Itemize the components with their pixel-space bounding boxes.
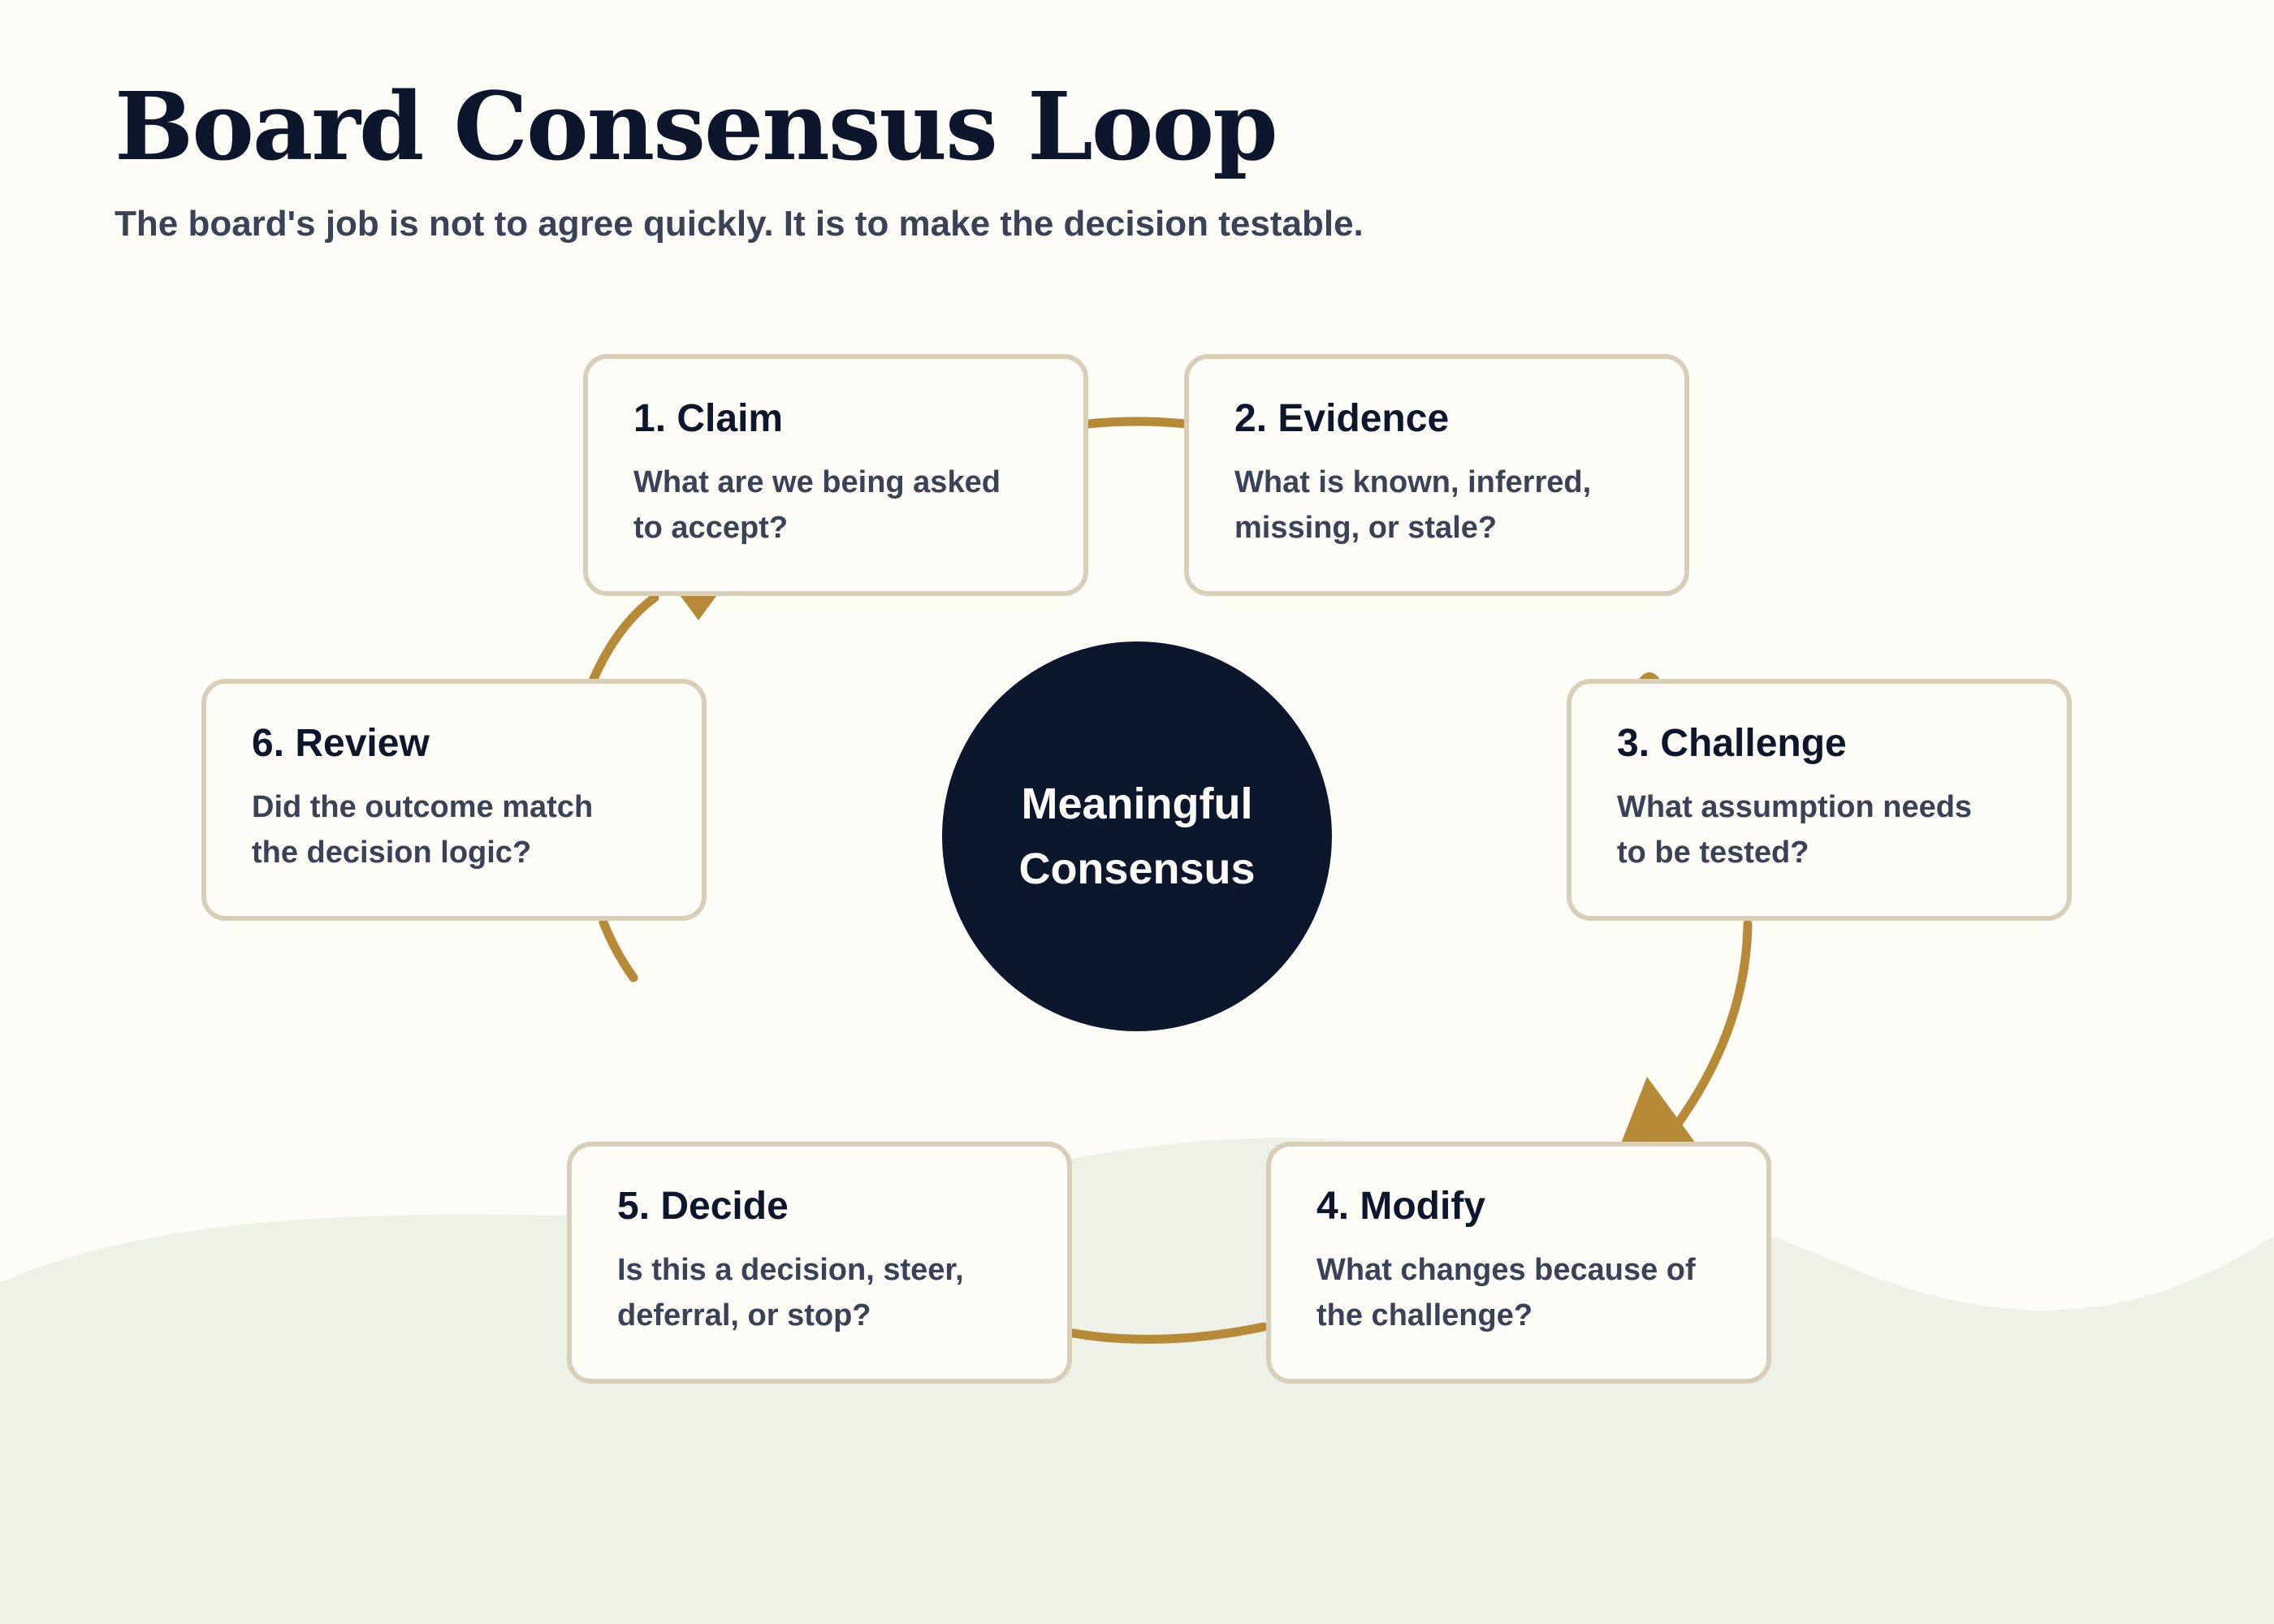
step-title: 5. Decide — [617, 1185, 789, 1228]
connector-claim-evidence — [1083, 417, 1191, 429]
step-card-claim: 1. Claim What are we being asked to acce… — [583, 354, 1088, 596]
step-question: What is known, inferred, missing, or sta… — [1234, 465, 1592, 545]
step-card-challenge: 3. Challenge What assumption needs to be… — [1567, 679, 2072, 921]
connector-review-lower — [599, 918, 638, 983]
step-question: What assumption needs to be tested? — [1617, 790, 1973, 870]
connector-review-claim — [589, 593, 659, 684]
step-card-decide: 5. Decide Is this a decision, steer, def… — [567, 1142, 1072, 1384]
step-title: 1. Claim — [633, 397, 784, 440]
arrowhead-to-modify — [1621, 1077, 1696, 1143]
step-title: 4. Modify — [1316, 1185, 1486, 1228]
step-title: 6. Review — [252, 722, 430, 765]
page-title: Board Consensus Loop — [115, 72, 1278, 182]
step-card-evidence: 2. Evidence What is known, inferred, mis… — [1184, 354, 1689, 596]
page-subtitle: The board's job is not to agree quickly.… — [115, 204, 1364, 244]
step-question: Did the outcome match the decision logic… — [252, 790, 594, 870]
step-card-review: 6. Review Did the outcome match the deci… — [201, 679, 707, 921]
step-question: Is this a decision, steer, deferral, or … — [617, 1253, 964, 1332]
connector-challenge-modify — [1668, 919, 1753, 1135]
step-card-modify: 4. Modify What changes because of the ch… — [1266, 1142, 1771, 1384]
arrowhead-to-claim — [681, 596, 716, 620]
step-title: 2. Evidence — [1234, 397, 1450, 440]
step-question: What changes because of the challenge? — [1316, 1253, 1696, 1332]
hub-label: Meaningful Consensus — [1018, 780, 1256, 893]
step-question: What are we being asked to accept? — [633, 465, 1001, 545]
connector-modify-decide — [1069, 1322, 1269, 1344]
step-title: 3. Challenge — [1617, 722, 1847, 765]
consensus-hub: Meaningful Consensus — [942, 641, 1332, 1031]
